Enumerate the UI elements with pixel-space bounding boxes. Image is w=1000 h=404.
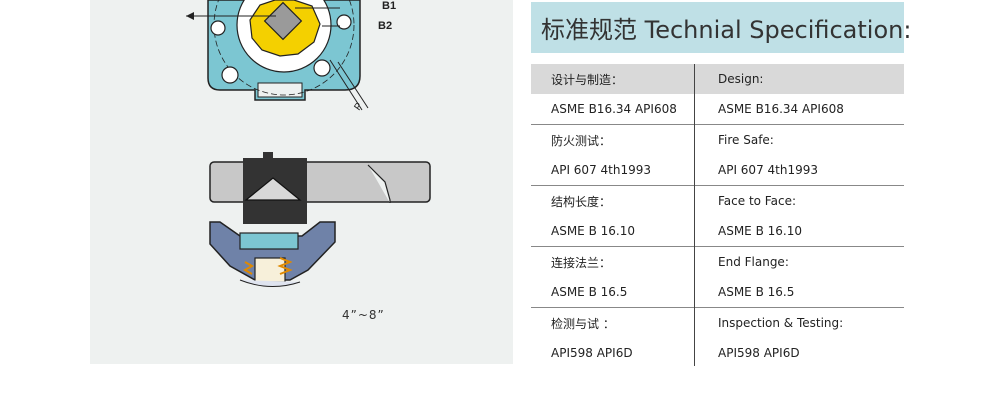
- row-divider: [531, 185, 904, 186]
- table-row: 结构长度： Face to Face:: [531, 186, 904, 216]
- table-header-row: 设计与制造： Design:: [531, 64, 904, 94]
- header-en: Design:: [718, 72, 764, 86]
- row-divider: [531, 246, 904, 247]
- spec-title: 标准规范 Technial Specification:: [531, 2, 911, 53]
- mounting-flange-top-view: [186, 0, 369, 111]
- cell-en: ASME B16.34 API608: [718, 102, 844, 116]
- table-row: 连接法兰： End Flange:: [531, 247, 904, 277]
- cell-cn: ASME B16.34 API608: [551, 102, 677, 116]
- cell-en: API 607 4th1993: [718, 163, 819, 177]
- cell-cn: 防火测试：: [551, 133, 612, 148]
- cell-en: ASME B 16.5: [718, 285, 795, 299]
- b1-label: B1: [382, 0, 396, 12]
- valve-drawing: B1 B2 P: [186, 0, 431, 287]
- b2-label: B2: [378, 20, 392, 32]
- cell-en: Inspection & Testing:: [718, 316, 844, 330]
- table-row: 检测与试 ： Inspection & Testing:: [531, 308, 904, 338]
- cell-cn: 连接法兰：: [551, 255, 612, 270]
- table-column-divider: [694, 64, 695, 366]
- p-label: P: [352, 101, 365, 113]
- size-range-label: 4”~8”: [342, 308, 385, 322]
- cell-cn: ASME B 16.10: [551, 224, 635, 238]
- cell-cn: API598 API6D: [551, 346, 633, 360]
- table-row: ASME B16.34 API608 ASME B16.34 API608: [531, 94, 904, 124]
- cell-en: Face to Face:: [718, 194, 796, 208]
- row-divider: [531, 307, 904, 308]
- table-row: 防火测试： Fire Safe:: [531, 125, 904, 155]
- row-divider: [531, 124, 904, 125]
- cell-cn: API 607 4th1993: [551, 163, 652, 177]
- spec-table: 设计与制造： Design: ASME B16.34 API608 ASME B…: [531, 64, 904, 368]
- table-row: ASME B 16.10 ASME B 16.10: [531, 216, 904, 246]
- cell-cn: 结构长度：: [551, 194, 612, 209]
- side-view-section: [209, 152, 431, 287]
- header-cn: 设计与制造：: [551, 72, 624, 87]
- cell-en: End Flange:: [718, 255, 789, 269]
- cell-en: Fire Safe:: [718, 133, 774, 147]
- cell-cn: 检测与试 ：: [551, 316, 615, 331]
- cell-en: API598 API6D: [718, 346, 800, 360]
- cell-en: ASME B 16.10: [718, 224, 802, 238]
- cell-cn: ASME B 16.5: [551, 285, 628, 299]
- table-row: ASME B 16.5 ASME B 16.5: [531, 277, 904, 307]
- drawing-panel: B1 B2 P 4”~8”: [90, 0, 513, 364]
- table-row: API 607 4th1993 API 607 4th1993: [531, 155, 904, 185]
- table-row: API598 API6D API598 API6D: [531, 338, 904, 368]
